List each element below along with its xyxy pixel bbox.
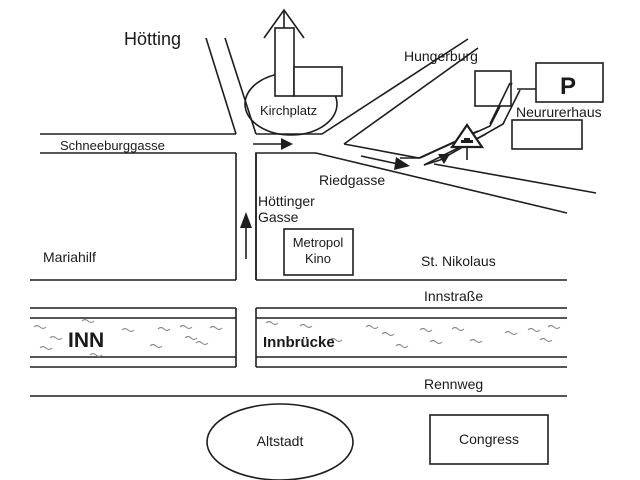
label-innbruecke: Innbrücke [263,334,335,351]
wave-mark [209,325,223,331]
warning-triangle-icon [449,123,485,160]
label-congress: Congress [459,431,519,447]
label-inn: INN [68,329,104,352]
river-inn-left [30,307,237,368]
wave-mark [395,343,409,349]
wave-mark [157,326,171,332]
wave-mark [419,327,433,333]
label-rennweg: Rennweg [424,376,483,392]
schneeburggasse-road [40,133,236,154]
label-metropol: Metropol [293,235,344,250]
wave-mark [149,343,163,349]
arrow-riedgasse-icon [360,155,410,170]
wave-mark [365,324,379,330]
label-schneeburggasse: Schneeburggasse [60,138,165,153]
wave-mark [265,320,279,326]
wave-mark [33,324,47,330]
parking-icon: P [560,73,576,100]
label-riedgasse: Riedgasse [319,172,385,188]
label-innstrasse: Innstraße [424,288,483,304]
label-hoettinger-gasse-2: Gasse [258,209,299,225]
wave-mark [451,326,465,332]
altstadt-ellipse [206,403,354,480]
wave-mark [195,340,209,346]
hungerburg-station-box [474,70,512,107]
wave-mark [81,318,95,324]
label-altstadt: Altstadt [257,433,304,449]
wave-mark [39,345,53,351]
wave-mark [179,324,193,330]
label-kirchplatz: Kirchplatz [260,103,317,118]
parking-box [535,62,604,103]
wave-mark [121,327,135,333]
kirchplatz [244,8,343,136]
label-kino: Kino [305,251,331,266]
church-tower [274,27,295,97]
wave-mark [184,335,198,341]
wave-mark [527,327,541,333]
neururerhaus-box [511,119,583,150]
wave-mark [299,323,313,329]
label-st-nikolaus: St. Nikolaus [421,253,496,269]
water-waves [33,318,561,358]
wave-mark [547,324,561,330]
arrow-right-icon [253,138,293,150]
wave-mark [504,330,518,336]
label-hoettinger-gasse-1: Höttinger [258,193,315,209]
wave-mark [89,352,103,358]
label-hoetting: Hötting [124,29,181,49]
label-neururerhaus: Neururerhaus [516,104,602,120]
hoetting-road [205,37,257,135]
block-st-nikolaus [255,152,568,281]
congress-box [429,414,549,465]
church-nave [293,66,343,97]
arrow-down-small-icon [438,154,450,164]
wave-mark [469,338,483,344]
label-mariahilf: Mariahilf [43,249,96,265]
wave-mark [429,339,443,345]
wave-mark [329,337,343,343]
wave-mark [381,331,395,337]
wave-mark [49,335,63,341]
river-inn-right [255,307,567,368]
metropol-kino-box [283,228,354,276]
arrow-up-hoettinger-gasse-icon [240,212,252,259]
label-hungerburg: Hungerburg [404,48,478,64]
wave-mark [539,337,553,343]
